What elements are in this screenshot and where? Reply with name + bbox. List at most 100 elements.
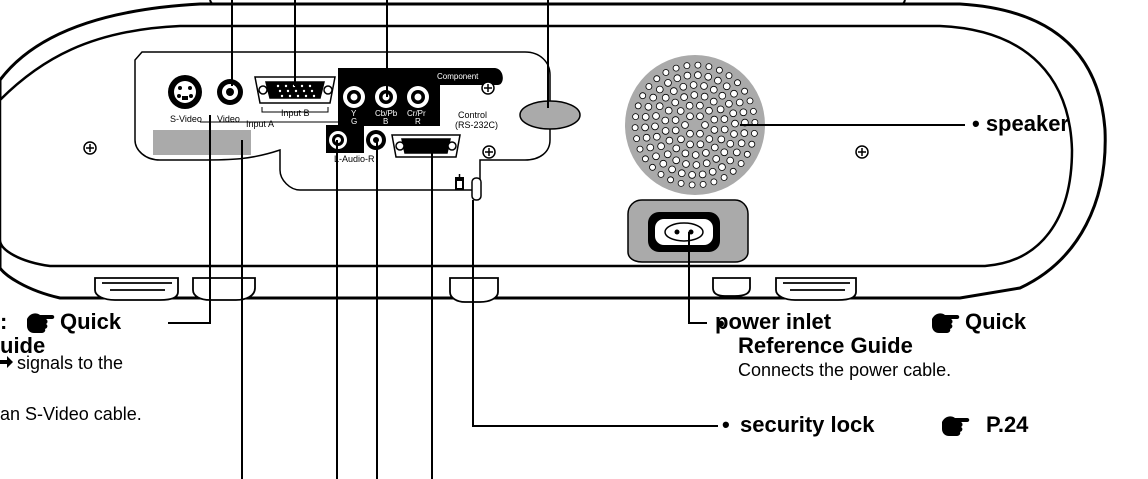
svideo-callout-desc2: an S-Video cable. — [0, 404, 142, 424]
grille-hole — [672, 156, 680, 165]
grille-hole — [722, 82, 731, 91]
component-cr-label: Cr/Pr — [407, 109, 426, 118]
grille-hole — [743, 150, 751, 158]
component-y-port — [343, 86, 365, 108]
rs232c-port — [391, 134, 461, 158]
label-plate — [153, 130, 251, 155]
power-inlet-callout-line2: Reference Guide — [738, 333, 913, 358]
screw-icon — [83, 141, 97, 155]
grille-hole — [646, 143, 655, 152]
grille-hole — [686, 112, 694, 121]
grille-hole — [661, 93, 670, 102]
grille-hole — [692, 161, 701, 169]
grille-hole — [726, 156, 734, 165]
grille-hole — [661, 116, 670, 125]
grille-hole — [652, 132, 661, 141]
grille-hole — [665, 136, 674, 145]
grille-hole — [698, 170, 707, 179]
grille-hole — [680, 93, 688, 101]
kensington-lock-icon — [455, 174, 464, 190]
svideo-callout-ref: Quick — [60, 309, 122, 334]
grille-hole — [720, 174, 728, 181]
security-lock-bullet: • — [722, 412, 730, 437]
speaker-grille-holes — [631, 61, 759, 189]
grille-hole — [718, 163, 726, 171]
video-port-label: Video — [217, 114, 240, 124]
grille-hole — [644, 103, 653, 111]
grille-hole — [712, 155, 720, 163]
pointing-hand-icon — [932, 313, 960, 333]
grille-hole — [659, 159, 668, 168]
svideo-callout-line2: uide — [0, 333, 46, 358]
grille-hole — [708, 168, 717, 176]
grille-hole — [694, 61, 702, 69]
input-a-label: Input A — [246, 119, 274, 129]
grille-hole — [681, 149, 690, 158]
grille-hole — [741, 87, 748, 95]
grille-hole — [649, 93, 657, 102]
grille-hole — [716, 66, 723, 74]
grille-hole — [657, 142, 665, 151]
grille-hole — [652, 152, 660, 161]
power-inlet-callout-line1: power inlet — [715, 310, 831, 334]
grille-hole — [714, 76, 722, 85]
screw-icon — [482, 145, 496, 159]
pointing-hand-icon — [942, 416, 970, 436]
grille-hole — [631, 124, 639, 131]
security-lock-ref: P.24 — [986, 412, 1029, 437]
grille-hole — [704, 73, 712, 81]
grille-hole — [668, 165, 676, 174]
projector-feet — [94, 277, 857, 303]
grille-hole — [720, 148, 729, 157]
grille-hole — [636, 145, 644, 153]
grille-hole — [657, 170, 665, 178]
grille-hole — [645, 83, 653, 90]
grille-hole — [740, 129, 749, 137]
grille-hole — [705, 135, 714, 143]
power-inlet-label: power inlet — [715, 309, 832, 334]
grille-hole — [653, 75, 661, 83]
grille-hole — [676, 107, 685, 115]
grille-hole — [639, 92, 647, 100]
grille-hole — [686, 129, 694, 138]
grille-hole — [683, 62, 691, 69]
grille-hole — [702, 149, 710, 157]
arrow-icon — [0, 356, 13, 368]
grille-hole — [709, 97, 718, 106]
grille-hole — [725, 72, 733, 79]
grille-hole — [690, 91, 699, 99]
grille-hole — [737, 139, 746, 148]
grille-hole — [739, 108, 748, 117]
audio-label: L-Audio-R — [334, 154, 375, 164]
grille-hole — [669, 87, 678, 95]
grille-hole — [716, 105, 725, 114]
grille-hole — [718, 91, 727, 100]
grille-hole — [673, 74, 682, 82]
grille-hole — [686, 140, 694, 149]
grille-hole — [729, 109, 737, 118]
svideo-port — [168, 75, 202, 109]
grille-hole — [633, 135, 640, 143]
power-inlet-description: Connects the power cable. — [738, 360, 952, 380]
grille-hole — [710, 143, 719, 152]
component-label: Component — [437, 72, 479, 81]
grille-hole — [688, 181, 696, 189]
grille-hole — [746, 97, 754, 105]
grille-hole — [700, 82, 708, 90]
grille-hole — [734, 79, 741, 87]
grille-hole — [662, 69, 670, 76]
control-label: Control — [458, 110, 487, 120]
grille-hole — [730, 130, 738, 138]
grille-hole — [709, 85, 718, 94]
grille-hole — [735, 98, 744, 107]
component-panel: Component Y G Cb/Pb B Cr/Pr R — [338, 68, 503, 126]
grille-hole — [642, 133, 651, 142]
security-lock-slot — [471, 177, 482, 201]
svideo-callout-desc1: signals to the — [17, 353, 124, 373]
speaker-callout: • speaker — [972, 111, 1069, 136]
grille-hole — [677, 179, 685, 187]
grille-hole — [677, 135, 685, 144]
grille-hole — [667, 176, 674, 184]
video-port — [217, 79, 243, 105]
